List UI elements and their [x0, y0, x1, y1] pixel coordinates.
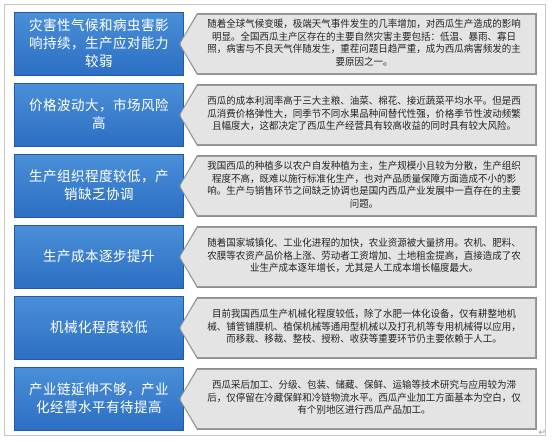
issue-label: 产业链延伸不够，产业化经营水平有待提高	[29, 382, 169, 416]
issue-description: 西瓜的成本利润率高于三大主粮、油菜、棉花、接近蔬菜平均水平。但是西瓜消费价格弹性…	[207, 96, 521, 133]
issue-label-box: 灾害性气候和病虫害影响持续，生产应对能力较弱	[14, 12, 184, 76]
issue-description: 随着全球气候变暖，极端天气事件发生的几率增加，对西瓜生产造成的影响明显。全国西瓜…	[207, 19, 521, 68]
description-arrow-box: 随着全球气候变暖，极端天气事件发生的几率增加，对西瓜生产造成的影响明显。全国西瓜…	[180, 14, 536, 74]
issue-label-box: 价格波动大，市场风险高	[14, 83, 184, 147]
issue-label-box: 机械化程度较低	[14, 296, 184, 360]
issue-description: 随着国家城镇化、工业化进程的加快，农业资源被大量挤用。农机、肥料、农膜等农资产品…	[207, 238, 521, 275]
issue-label-box: 产业链延伸不够，产业化经营水平有待提高	[14, 367, 184, 431]
description-arrow-box: 西瓜采后加工、分级、包装、储藏、保鲜、运输等技术研究与应用较为滞后，仅停留在冷藏…	[180, 369, 536, 429]
issue-description: 我国西瓜的种植多以农户自发种植为主，生产规模小且较为分散，生产组织程度不高，既难…	[207, 161, 521, 210]
diagram-frame	[4, 4, 546, 436]
issue-description: 目前我国西瓜生产机械化程度较低，除了水肥一体化设备，仅有耕整地机械、铺管铺膜机、…	[207, 309, 521, 346]
issue-label: 生产成本逐步提升	[43, 249, 155, 265]
issue-row-industry-chain: 产业链延伸不够，产业化经营水平有待提高 西瓜采后加工、分级、包装、储藏、保鲜、运…	[14, 367, 538, 431]
issue-label-box: 生产组织程度较低，产销缺乏协调	[14, 154, 184, 218]
issue-row-organization: 生产组织程度较低，产销缺乏协调 我国西瓜的种植多以农户自发种植为主，生产规模小且…	[14, 154, 538, 218]
issue-row-price: 价格波动大，市场风险高 西瓜的成本利润率高于三大主粮、油菜、棉花、接近蔬菜平均水…	[14, 83, 538, 147]
issue-label: 灾害性气候和病虫害影响持续，生产应对能力较弱	[29, 18, 169, 70]
description-arrow-box: 我国西瓜的种植多以农户自发种植为主，生产规模小且较为分散，生产组织程度不高，既难…	[180, 156, 536, 216]
description-arrow-box: 西瓜的成本利润率高于三大主粮、油菜、棉花、接近蔬菜平均水平。但是西瓜消费价格弹性…	[180, 85, 536, 145]
issue-row-climate: 灾害性气候和病虫害影响持续，生产应对能力较弱 随着全球气候变暖，极端天气事件发生…	[14, 12, 538, 76]
description-arrow-box: 目前我国西瓜生产机械化程度较低，除了水肥一体化设备，仅有耕整地机械、铺管铺膜机、…	[180, 298, 536, 358]
description-arrow-box: 随着国家城镇化、工业化进程的加快，农业资源被大量挤用。农机、肥料、农膜等农资产品…	[180, 227, 536, 287]
issue-row-cost: 生产成本逐步提升 随着国家城镇化、工业化进程的加快，农业资源被大量挤用。农机、肥…	[14, 225, 538, 289]
return-mark-icon: ↵	[538, 428, 546, 438]
issue-label: 价格波动大，市场风险高	[29, 98, 169, 132]
issue-label-box: 生产成本逐步提升	[14, 225, 184, 289]
issue-label: 生产组织程度较低，产销缺乏协调	[29, 169, 169, 203]
issue-label: 机械化程度较低	[50, 320, 148, 336]
issue-row-mechanization: 机械化程度较低 目前我国西瓜生产机械化程度较低，除了水肥一体化设备，仅有耕整地机…	[14, 296, 538, 360]
issue-description: 西瓜采后加工、分级、包装、储藏、保鲜、运输等技术研究与应用较为滞后，仅停留在冷藏…	[207, 380, 521, 417]
